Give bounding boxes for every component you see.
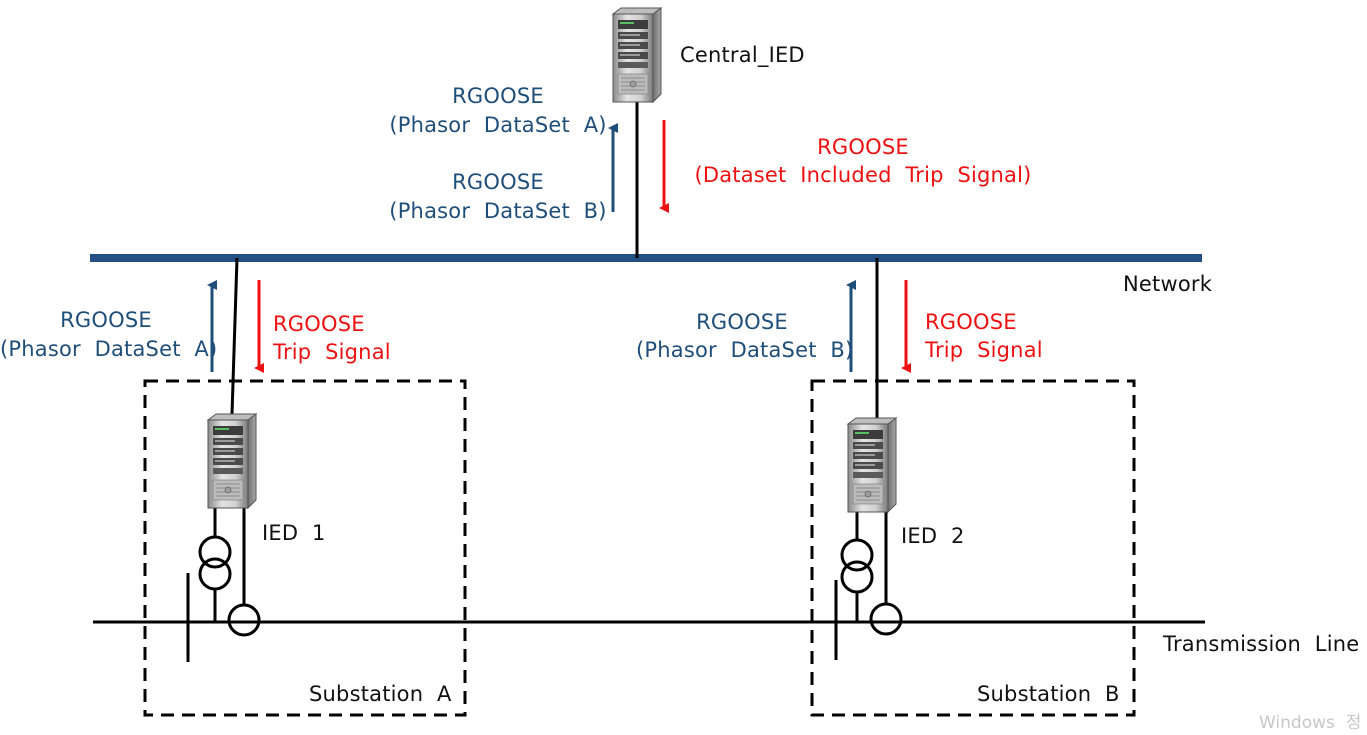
substation-b-box: [810, 379, 1136, 717]
windows-activation-watermark: Windows 정: [1259, 713, 1362, 733]
central-uplink-b-title: RGOOSE: [452, 170, 544, 194]
central-uplink-b-detail: (Phasor DataSet B): [389, 199, 607, 223]
central-downlink-detail: (Dataset Included Trip Signal): [694, 163, 1032, 187]
substation-b-label: Substation B: [977, 682, 1120, 706]
sub-a-downlink-title: RGOOSE: [273, 312, 365, 336]
ied1-label: IED 1: [262, 521, 326, 545]
central-uplink-a-detail: (Phasor DataSet A): [389, 113, 607, 137]
sub-b-downlink-title: RGOOSE: [925, 310, 1017, 334]
sub-b-apparatus: [834, 510, 903, 660]
sub-b-uplink-title: RGOOSE: [696, 310, 788, 334]
network-label: Network: [1123, 272, 1213, 296]
central-uplink-a-title: RGOOSE: [452, 84, 544, 108]
ied1-server-icon: [207, 413, 257, 509]
sub-b-uplink-detail: (Phasor DataSet B): [636, 338, 854, 362]
ied2-server-icon: [847, 417, 897, 513]
substation-a-label: Substation A: [309, 682, 452, 706]
central-ied-server-icon: [612, 7, 662, 103]
ied1-network-link: [230, 257, 239, 415]
sub-a-apparatus: [186, 508, 261, 662]
central-ied-label: Central_IED: [680, 43, 805, 67]
transmission-line-label: Transmission Line: [1163, 632, 1360, 656]
sub-a-downlink-detail: Trip Signal: [273, 340, 391, 364]
sub-b-downlink-detail: Trip Signal: [925, 338, 1043, 362]
sub-a-uplink-title: RGOOSE: [60, 308, 152, 332]
ied2-label: IED 2: [901, 524, 965, 548]
substation-a-box: [143, 379, 467, 717]
central-downlink-title: RGOOSE: [817, 135, 909, 159]
sub-a-uplink-detail: (Phasor DataSet A): [0, 337, 218, 361]
